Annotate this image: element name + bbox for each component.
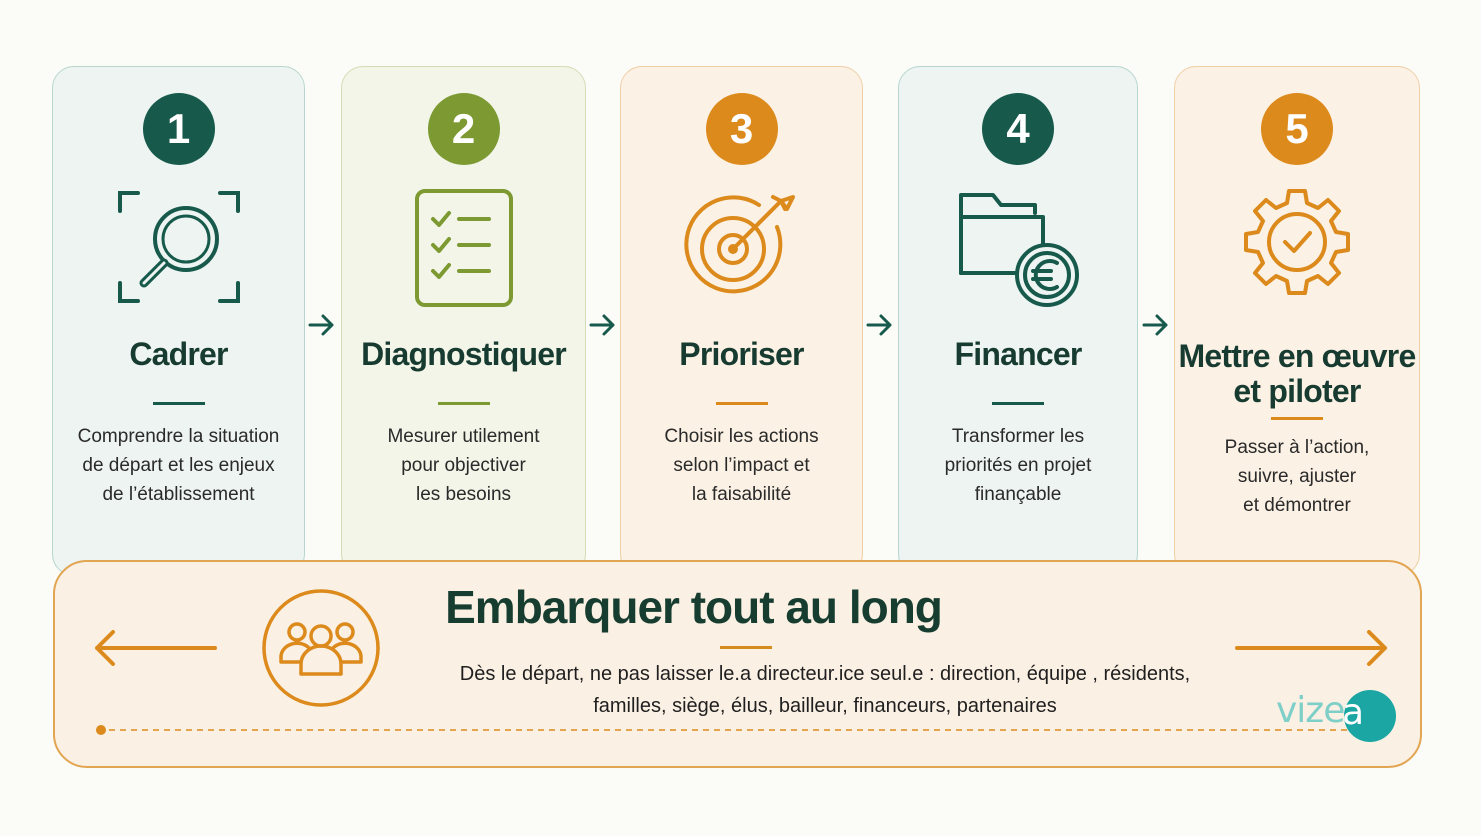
step-title: Mettre en œuvre et piloter (1178, 338, 1417, 409)
banner-description: Dès le départ, ne pas laisser le.a direc… (459, 663, 1191, 717)
step-number-badge: 5 (1261, 93, 1333, 165)
step-card-diagnostiquer: 2 Diagnostiquer Mesurer utilement pour o… (341, 66, 586, 576)
step-description: Passer à l’action, suivre, ajuster et dé… (1224, 437, 1370, 516)
step-number-badge: 2 (427, 93, 500, 165)
folder-euro-icon (953, 187, 1083, 307)
step-number-badge: 4 (982, 93, 1054, 165)
arrow-right-icon (589, 314, 615, 336)
step-description: Transformer les priorités en projet fina… (944, 426, 1092, 505)
step-number-badge: 1 (142, 93, 215, 165)
step-title: Diagnostiquer (361, 336, 567, 372)
checklist-icon (399, 187, 529, 307)
banner-title: Embarquer tout au long (445, 581, 943, 633)
step-divider (715, 402, 768, 405)
step-divider (152, 402, 205, 405)
logo-text: vize (1276, 690, 1345, 731)
step-title: Cadrer (129, 336, 228, 372)
people-group-icon (262, 589, 380, 707)
banner-divider (720, 646, 772, 649)
engagement-banner: Embarquer tout au long Dès le départ, ne… (53, 560, 1422, 768)
step-divider (992, 402, 1044, 405)
arrow-right-icon (1142, 314, 1168, 336)
step-description: Comprendre la situation de départ et les… (77, 426, 280, 505)
logo-badge-letter: a (1342, 692, 1365, 733)
step-divider (1271, 417, 1323, 420)
gear-check-icon (1232, 187, 1362, 307)
step-description: Mesurer utilement pour objectiver les be… (387, 426, 540, 505)
step-card-prioriser: 3 Prioriser Choisir les actions selon l’… (620, 66, 863, 576)
step-description: Choisir les actions selon l’impact et la… (664, 426, 819, 505)
step-card-mettre-en-oeuvre: 5 Mettre en œuvre et piloter Passer à l’… (1174, 66, 1420, 576)
arrow-left-icon (95, 630, 217, 666)
arrow-right-icon (308, 314, 334, 336)
vizea-logo: vize a (1276, 688, 1406, 742)
target-arrow-icon (677, 187, 807, 307)
magnifier-scan-icon (114, 187, 244, 307)
logo-badge (1344, 690, 1396, 742)
timeline-dashed-line (96, 725, 1351, 735)
arrow-right-icon (1235, 630, 1387, 666)
step-title: Financer (954, 336, 1083, 372)
step-card-cadrer: 1 Cadrer Comprendre la situation de dépa… (52, 66, 305, 576)
step-divider (437, 402, 490, 405)
arrow-right-icon (866, 314, 892, 336)
step-card-financer: 4 Financer Transformer les priorités en … (898, 66, 1138, 576)
step-number-badge: 3 (705, 93, 778, 165)
step-title: Prioriser (679, 336, 804, 372)
